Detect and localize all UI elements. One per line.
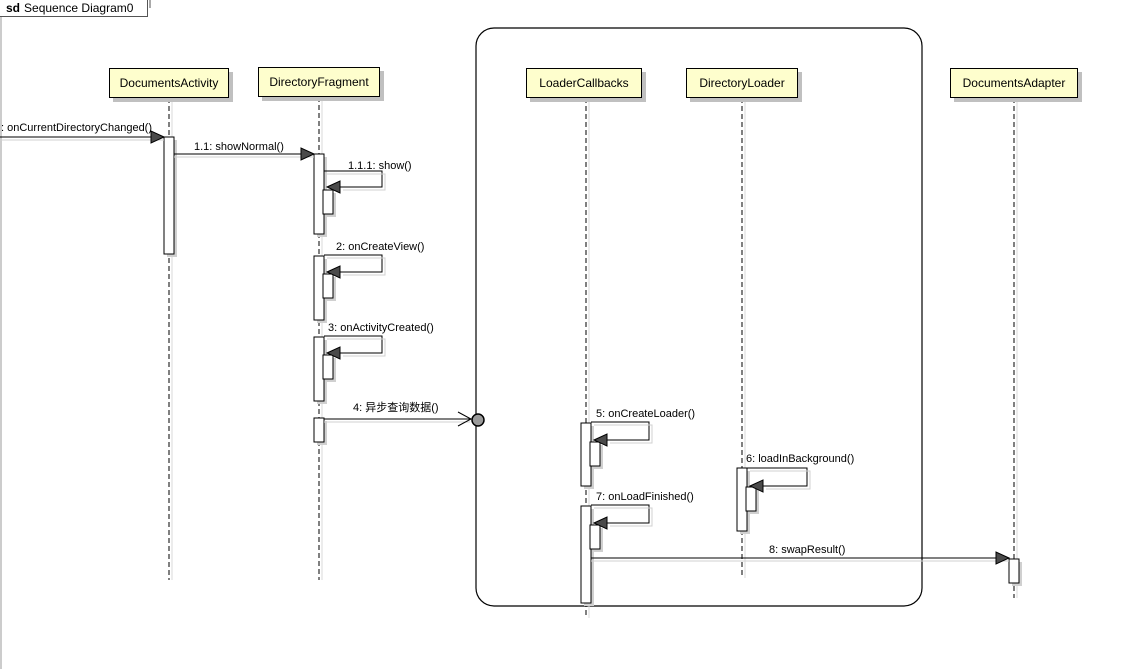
message-label-on-activity-created: 3: onActivityCreated() bbox=[328, 322, 434, 334]
message-show-arrowhead bbox=[325, 180, 341, 194]
message-label-async-query: 4: 异步查询数据() bbox=[353, 402, 439, 414]
message-label-on-load-finished: 7: onLoadFinished() bbox=[596, 491, 694, 503]
participant-loader-callbacks[interactable]: LoaderCallbacks bbox=[526, 68, 642, 98]
message-label-on-current-directory-changed: : onCurrentDirectoryChanged() bbox=[1, 122, 153, 134]
message-on-create-view-shadow bbox=[327, 257, 386, 276]
activation-loader-callbacks-1a bbox=[589, 441, 601, 467]
activation-documents-activity bbox=[163, 136, 175, 255]
message-on-load-finished-shadow bbox=[594, 507, 653, 527]
message-on-activity-created-arrowhead bbox=[325, 346, 341, 360]
message-load-in-background-shadow bbox=[750, 470, 811, 490]
message-label-on-create-view: 2: onCreateView() bbox=[336, 241, 425, 253]
message-async-query-open-arrowhead bbox=[457, 411, 473, 427]
message-label-load-in-background: 6: loadInBackground() bbox=[746, 453, 855, 465]
activation-directory-fragment-1a bbox=[322, 189, 334, 215]
message-label-swap-result: 8: swapResult() bbox=[769, 544, 846, 556]
message-on-create-view-arrowhead bbox=[325, 265, 341, 279]
message-label-on-create-loader: 5: onCreateLoader() bbox=[596, 408, 696, 420]
message-show-normal-arrowhead bbox=[300, 147, 316, 161]
message-on-create-loader-shadow bbox=[594, 424, 653, 444]
message-label-show-normal: 1.1: showNormal() bbox=[194, 141, 284, 153]
participant-documents-activity[interactable]: DocumentsActivity bbox=[109, 68, 229, 98]
activation-directory-loader-a bbox=[745, 486, 757, 512]
message-on-activity-created bbox=[324, 335, 383, 354]
message-on-create-view bbox=[324, 254, 383, 273]
message-load-in-background bbox=[747, 467, 808, 487]
async-region-box bbox=[475, 27, 923, 607]
message-on-activity-created-shadow bbox=[327, 338, 386, 357]
message-on-load-finished bbox=[591, 504, 650, 524]
activation-loader-callbacks-2a bbox=[589, 524, 601, 550]
message-on-current-directory-changed-arrowhead bbox=[150, 130, 166, 144]
message-label-show: 1.1.1: show() bbox=[348, 160, 412, 172]
message-show bbox=[324, 170, 383, 188]
message-on-create-loader-arrowhead bbox=[592, 433, 608, 447]
participant-directory-fragment[interactable]: DirectoryFragment bbox=[258, 67, 380, 97]
async-region-gate bbox=[471, 413, 485, 427]
activation-directory-fragment-4 bbox=[313, 417, 325, 443]
message-on-create-loader bbox=[591, 421, 650, 441]
participant-directory-loader[interactable]: DirectoryLoader bbox=[686, 68, 798, 98]
message-swap-result-arrowhead bbox=[995, 551, 1011, 565]
message-show-shadow bbox=[327, 173, 386, 191]
activation-loader-callbacks-2 bbox=[580, 505, 592, 604]
frame-title: Sequence Diagram0 bbox=[24, 1, 134, 15]
participant-documents-adapter[interactable]: DocumentsAdapter bbox=[950, 68, 1078, 98]
message-on-load-finished-arrowhead bbox=[592, 516, 608, 530]
message-load-in-background-arrowhead bbox=[748, 479, 764, 493]
activation-documents-adapter bbox=[1008, 558, 1020, 584]
activation-directory-fragment-2a bbox=[322, 273, 334, 299]
activation-directory-fragment-3a bbox=[322, 354, 334, 380]
frame-keyword: sd bbox=[6, 1, 21, 15]
